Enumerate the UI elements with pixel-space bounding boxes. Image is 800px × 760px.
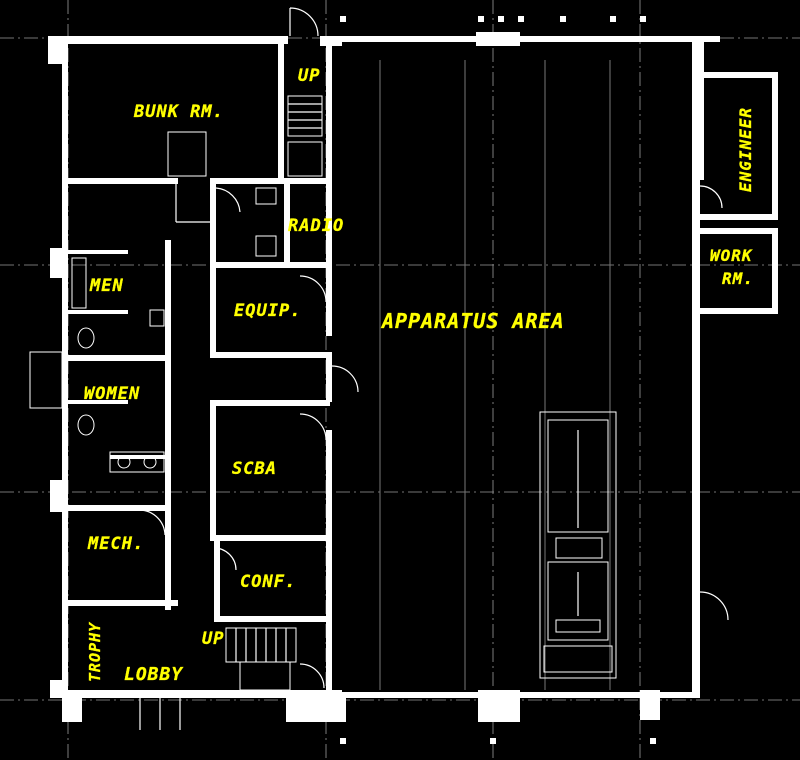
- room-label-engineer: ENGINEER: [736, 107, 755, 192]
- room-label-bunk-room: BUNK RM.: [133, 102, 224, 122]
- room-label-work-room: WORK: [710, 246, 753, 265]
- plan-details: [29, 7, 729, 730]
- room-label-men: MEN: [89, 276, 124, 296]
- room-label-work-room-line2: RM.: [722, 269, 754, 288]
- apparatus-bay-lines: [379, 60, 611, 690]
- stair-label-bottom: UP: [202, 629, 224, 649]
- room-label-conf: CONF.: [240, 572, 296, 592]
- room-label-equip: EQUIP.: [234, 301, 301, 321]
- room-label-mech: MECH.: [87, 534, 144, 554]
- stair-label-top: UP: [298, 66, 320, 86]
- column-markers: [130, 16, 656, 744]
- fire-truck-outline: [539, 411, 617, 679]
- interior-walls: [68, 36, 704, 692]
- exterior-walls: [48, 32, 778, 722]
- room-label-women: WOMEN: [84, 384, 140, 404]
- room-labels: BUNK RM. UP RADIO ENGINEER WORK RM. MEN …: [84, 66, 755, 685]
- room-label-lobby: LOBBY: [124, 664, 183, 685]
- room-label-trophy: TROPHY: [86, 622, 104, 682]
- room-label-radio: RADIO: [288, 216, 344, 236]
- room-label-apparatus-area: APPARATUS AREA: [380, 309, 565, 333]
- room-label-scba: SCBA: [232, 459, 277, 479]
